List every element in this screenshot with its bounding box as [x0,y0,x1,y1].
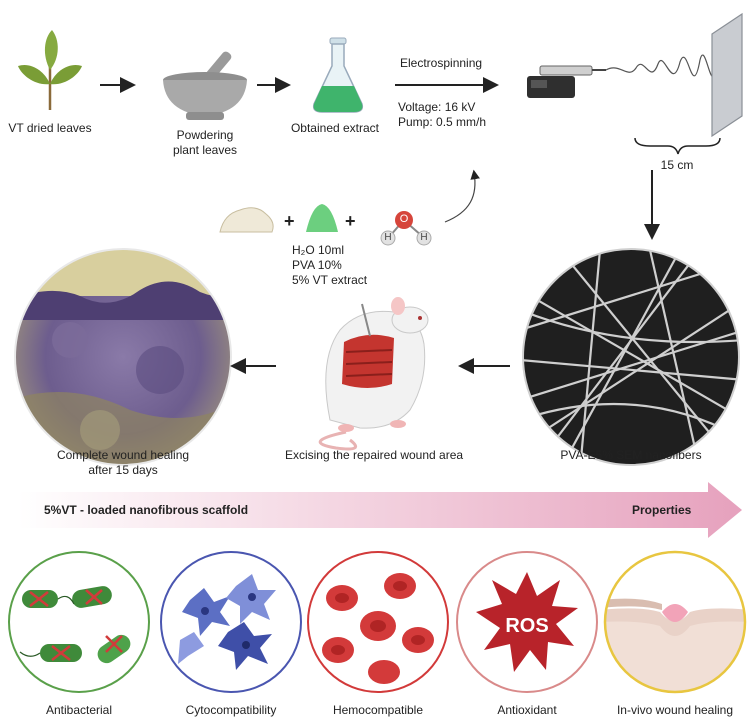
bacteria-icon [8,551,150,693]
rat-icon [319,297,429,451]
hydrogen-atom-left: H [384,232,392,243]
distance-label: 15 cm [660,158,694,172]
water-label: H₂O 10ml [292,243,345,257]
extract-powder-icon [306,204,338,232]
banner-right-label: Properties [632,503,692,517]
plus-2: + [345,211,356,231]
healing-label-line2: after 15 days [88,463,158,477]
oxygen-atom: O [399,213,409,225]
ros-label: ROS [505,615,548,637]
powder-label-line2: plant leaves [172,143,238,157]
red-blood-cells-icon [307,551,449,693]
collector-plate-icon [711,12,743,138]
hemocompatible-label: Hemocompatible [332,703,424,717]
properties-banner [18,482,742,538]
cells-icon [160,551,302,693]
hydrogen-atom-right: H [420,232,428,243]
cytocompatibility-label: Cytocompatibility [185,703,277,717]
histology-image [14,248,232,466]
sem-image [522,248,740,466]
ros-star-icon [456,551,598,693]
sem-label: PVA-E5% SEM nanofibers [560,448,702,462]
powder-icon [219,207,274,233]
skin-wound-icon [603,550,747,694]
leaf-icon [18,30,82,110]
extract-label: Obtained extract [290,121,380,135]
extract-percent-label: 5% VT extract [292,273,368,287]
powder-label-line1: Powdering [176,128,234,142]
electrospinning-label: Electrospinning [400,56,483,70]
mortar-pestle-icon [163,51,247,120]
voltage-label: Voltage: 16 kV [398,100,476,114]
banner-left-label: 5%VT - loaded nanofibrous scaffold [44,503,249,517]
water-molecule-icon [380,211,432,246]
flask-icon [312,37,364,113]
invivo-label: In-vivo wound healing [616,703,734,717]
plus-1: + [284,211,295,231]
antioxidant-label: Antioxidant [497,703,557,717]
excising-label: Excising the repaired wound area [284,448,464,462]
syringe-pump-icon [527,65,606,98]
distance-bracket [634,137,721,155]
curved-arrow [444,169,480,223]
pump-label: Pump: 0.5 mm/h [398,115,487,129]
leaves-label: VT dried leaves [8,121,92,135]
electrospinning-jet [605,54,719,78]
antibacterial-label: Antibacterial [45,703,113,717]
healing-label-line1: Complete wound healing [56,448,190,462]
pva-label: PVA 10% [292,258,342,272]
